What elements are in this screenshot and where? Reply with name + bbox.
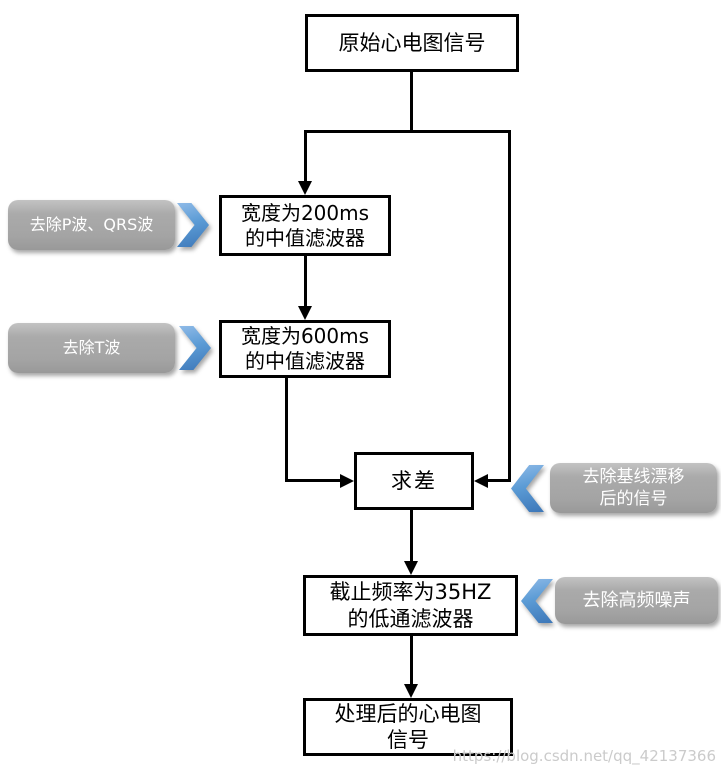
connector-line bbox=[304, 130, 511, 133]
node-lowpass-filter-35hz: 截止频率为35HZ 的低通滤波器 bbox=[303, 575, 518, 636]
connector-line bbox=[488, 479, 511, 482]
connector-line bbox=[285, 479, 341, 482]
node-processed-ecg-signal: 处理后的心电图 信号 bbox=[303, 698, 513, 756]
callout-label: 去除P波、QRS波 bbox=[29, 214, 154, 234]
node-label: 原始心电图信号 bbox=[338, 30, 486, 55]
node-label-line2: 的中值滤波器 bbox=[245, 349, 365, 373]
node-label-line1: 宽度为600ms bbox=[240, 324, 370, 348]
chevron-shape bbox=[179, 326, 211, 370]
node-label: 求差 bbox=[391, 468, 437, 493]
node-label-line2: 信号 bbox=[387, 728, 429, 752]
node-original-ecg-signal: 原始心电图信号 bbox=[305, 14, 519, 72]
node-label-line1: 宽度为200ms bbox=[240, 200, 370, 225]
connector-line bbox=[410, 636, 413, 686]
callout-remove-hf-noise: 去除高频噪声 bbox=[555, 577, 718, 624]
node-label-line1: 截止频率为35HZ bbox=[329, 580, 492, 605]
callout-label: 去除T波 bbox=[62, 337, 121, 357]
node-label-line1: 处理后的心电图 bbox=[334, 701, 482, 726]
arrowhead-down-icon bbox=[298, 181, 312, 195]
callout-label: 去除高频噪声 bbox=[582, 589, 691, 611]
callout-remove-p-qrs: 去除P波、QRS波 bbox=[8, 200, 175, 250]
arrowhead-down-icon bbox=[298, 306, 312, 320]
chevron-shape bbox=[511, 465, 544, 512]
arrowhead-down-icon bbox=[404, 561, 418, 575]
arrowhead-right-icon bbox=[340, 474, 354, 488]
chevron-shape bbox=[521, 579, 553, 623]
arrowhead-down-icon bbox=[404, 684, 418, 698]
chevron-left-icon bbox=[511, 465, 544, 512]
node-median-filter-600ms: 宽度为600ms 的中值滤波器 bbox=[219, 320, 391, 378]
connector-line bbox=[410, 71, 413, 133]
chevron-right-icon bbox=[179, 326, 211, 370]
node-difference: 求差 bbox=[354, 452, 474, 510]
connector-line bbox=[285, 378, 288, 482]
callout-label-line1: 去除基线漂移 bbox=[582, 466, 685, 487]
chevron-left-icon bbox=[521, 579, 553, 623]
arrowhead-left-icon bbox=[474, 474, 488, 488]
node-label-line2: 的中值滤波器 bbox=[245, 225, 365, 250]
callout-remove-baseline-wander: 去除基线漂移 后的信号 bbox=[550, 463, 717, 513]
connector-line bbox=[410, 510, 413, 563]
node-label-line2: 的低通滤波器 bbox=[347, 606, 474, 631]
connector-line bbox=[508, 130, 511, 482]
callout-remove-t-wave: 去除T波 bbox=[8, 323, 175, 373]
callout-label-line2: 后的信号 bbox=[599, 489, 668, 509]
chevron-right-icon bbox=[177, 203, 209, 247]
csdn-watermark: https://blog.csdn.net/qq_42137366 bbox=[452, 747, 716, 765]
chevron-shape bbox=[177, 203, 209, 247]
connector-line bbox=[304, 256, 307, 308]
node-median-filter-200ms: 宽度为200ms 的中值滤波器 bbox=[219, 195, 391, 256]
connector-line bbox=[304, 130, 307, 182]
